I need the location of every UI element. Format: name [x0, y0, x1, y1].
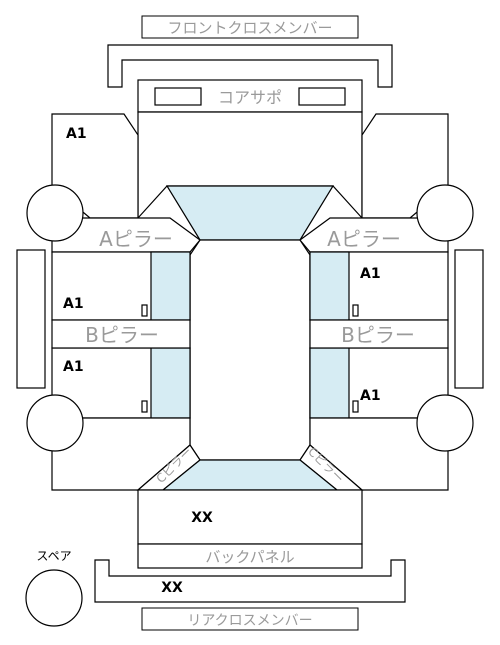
spare-tire[interactable] — [25, 569, 83, 627]
front-left-door-grade: A1 — [63, 296, 84, 312]
roof[interactable] — [189, 239, 311, 461]
trunk-grade: XX — [191, 510, 213, 526]
right-side-step[interactable] — [454, 249, 484, 389]
spare-label: スペア — [36, 549, 71, 563]
rear-left-door-grade: A1 — [63, 359, 84, 375]
front-cross-member-box — [141, 15, 359, 39]
front-right-window[interactable] — [309, 251, 350, 321]
rear-right-window[interactable] — [309, 347, 350, 419]
front-right-door-handle — [352, 304, 359, 317]
rear-right-wheel[interactable] — [416, 394, 474, 452]
b-pillar-right-label: Bピラー — [341, 323, 415, 347]
back-panel[interactable] — [137, 543, 363, 569]
rear-bumper-grade: XX — [161, 580, 183, 596]
core-support-label: コアサポ — [218, 88, 282, 107]
rear-cross-member-box — [141, 607, 359, 631]
front-right-door-grade: A1 — [360, 266, 381, 282]
front-left-door-handle — [141, 304, 148, 317]
b-pillar-right[interactable] — [309, 319, 449, 349]
rear-cross-member-label: リアクロスメンバー — [187, 613, 312, 629]
a-pillar-right-label: Aピラー — [327, 227, 401, 251]
front-right-wheel[interactable] — [416, 184, 474, 242]
rear-bumper[interactable] — [94, 559, 406, 603]
b-pillar-left[interactable] — [51, 319, 191, 349]
rear-right-door-grade: A1 — [360, 388, 381, 404]
headlight-right[interactable] — [298, 87, 346, 106]
front-bumper[interactable] — [107, 44, 393, 88]
front-left-wheel[interactable] — [26, 184, 84, 242]
rear-left-door-handle — [141, 400, 148, 413]
front-left-fender-grade: A1 — [66, 126, 87, 142]
back-panel-label: バックパネル — [205, 548, 294, 566]
windshield[interactable] — [165, 185, 335, 241]
rear-left-window[interactable] — [150, 347, 191, 419]
trunk[interactable] — [137, 489, 363, 545]
front-left-window[interactable] — [150, 251, 191, 321]
left-side-step[interactable] — [16, 249, 46, 389]
a-pillar-left-label: Aピラー — [99, 227, 173, 251]
rear-right-door-handle — [352, 400, 359, 413]
a-pillar-left[interactable] — [51, 217, 201, 253]
a-pillar-right[interactable] — [299, 217, 449, 253]
headlight-left[interactable] — [154, 87, 202, 106]
b-pillar-left-label: Bピラー — [85, 323, 159, 347]
rear-left-wheel[interactable] — [26, 394, 84, 452]
front-cross-member-label: フロントクロスメンバー — [167, 19, 332, 37]
